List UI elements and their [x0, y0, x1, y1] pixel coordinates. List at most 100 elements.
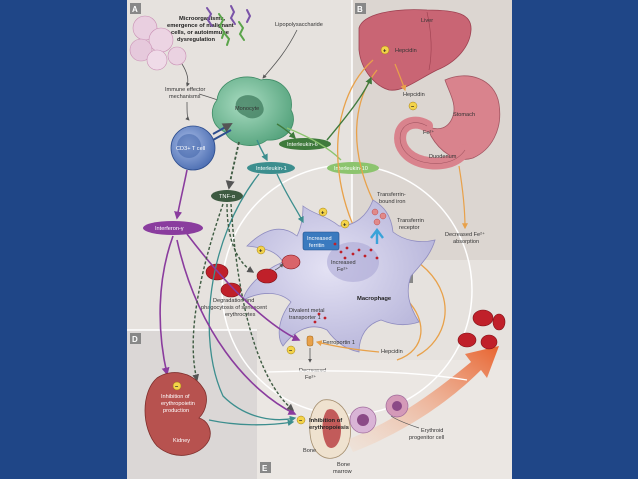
svg-text:dysregulation: dysregulation [177, 37, 215, 43]
ferroportin-minus: − [289, 349, 293, 355]
fe2-gut-label: Fe²⁺ [423, 129, 434, 136]
dmt1-label: Divalent metal transporter 1 [289, 308, 324, 321]
bone-marrow-label: Bone marrow [333, 462, 353, 475]
svg-text:erythropoietin: erythropoietin [161, 401, 195, 407]
ferroportin-label: Ferroportin 1 [323, 340, 355, 346]
svg-text:+: + [343, 223, 347, 229]
arrow-hepcidin-to-ferroportin [315, 340, 380, 353]
svg-text:Decreased Fe²⁺: Decreased Fe²⁺ [445, 231, 485, 238]
interferon-gamma-label: Interferon-γ [155, 226, 184, 232]
svg-text:Bone: Bone [337, 462, 350, 468]
svg-text:Increased: Increased [307, 236, 332, 242]
svg-text:erythropoiesis: erythropoiesis [309, 425, 349, 431]
increased-ferritin-label: Increased ferritin [307, 236, 332, 249]
monocyte-label: Monocyte [235, 106, 259, 112]
interleukin-6-badge [279, 138, 331, 150]
interleukin-10-badge [327, 162, 379, 174]
svg-text:Divalent metal: Divalent metal [289, 308, 324, 314]
svg-text:Transferrin: Transferrin [397, 218, 424, 224]
cd3-t-cell [170, 125, 216, 171]
svg-text:mechanisms: mechanisms [169, 94, 201, 100]
inhibition-epo-label: Inhibition of erythropoietin production [161, 394, 195, 414]
erythropoiesis-minus: − [299, 419, 303, 425]
kidney-minus-icon [172, 381, 182, 391]
bone-structure [309, 399, 351, 459]
arrow-monocyte-to-il1 [256, 139, 268, 162]
transferrin-receptor-icon [370, 228, 384, 244]
arrow-lps-to-monocyte [262, 29, 298, 79]
panel-letter-a: A [132, 5, 138, 14]
increased-fe2-label: Increased Fe²⁺ [331, 260, 356, 273]
panel-letter-d: D [132, 335, 138, 344]
macrophage-label: Macrophage [357, 296, 392, 302]
svg-text:progenitor cell: progenitor cell [409, 435, 444, 441]
svg-text:receptor: receptor [399, 225, 420, 231]
svg-text:Degradation and: Degradation and [213, 298, 254, 304]
arrow-monocyte-to-tnf [225, 141, 240, 190]
arrow-il6-to-liver [326, 76, 372, 141]
svg-text:transporter 1: transporter 1 [289, 315, 321, 321]
panel-e-background [257, 360, 512, 479]
kidney-minus: − [175, 385, 179, 391]
erythroid-progenitor-label: Erythroid progenitor cell [409, 428, 444, 441]
hepcidin-liver-plus-icon [380, 45, 390, 55]
svg-text:erythrocytes: erythrocytes [225, 312, 256, 318]
tnf-alpha-label: TNF-α [219, 194, 236, 200]
tnf-alpha-badge [211, 190, 243, 202]
ferroportin-minus-icon [286, 345, 296, 355]
transferrin-bound-iron-label: Transferrin- bound iron [377, 192, 406, 205]
svg-text:+: + [259, 249, 263, 255]
svg-text:Microorganisms,: Microorganisms, [179, 16, 226, 22]
panel-letter-b: B [357, 5, 363, 14]
hepcidin-macrophage-label: Hepcidin [381, 349, 403, 355]
svg-text:Fe²⁺: Fe²⁺ [305, 374, 316, 381]
tcell-monocyte-link-2 [212, 123, 233, 135]
hepcidin-gut-minus: − [411, 105, 415, 111]
tnf-path-to-erythropoiesis [230, 203, 295, 411]
plus-markers: + + + [256, 207, 350, 255]
svg-text:cells, or autoimmune: cells, or autoimmune [171, 30, 230, 36]
arrow-liver-to-gut-hepcidin [394, 63, 407, 92]
stomach-label: Stomach [453, 112, 475, 118]
tnf-path-to-rbc [226, 203, 255, 273]
arrow-monocyte-to-il10 [286, 127, 342, 161]
kidney-label: Kidney [173, 438, 190, 444]
svg-text:Transferrin-: Transferrin- [377, 192, 406, 198]
lipopolysaccharide-label: Lipopolysaccharide [275, 22, 323, 28]
duodenum-organ [394, 116, 471, 170]
svg-text:absorption: absorption [453, 239, 479, 245]
liver-organ [358, 9, 472, 91]
arrow-tcell-to-interferon [174, 169, 188, 220]
interferon-path-to-macrophage [186, 233, 301, 341]
transferrin-receptor-label: Transferrin receptor [397, 218, 424, 231]
arrow-effector-to-tcell [185, 101, 190, 121]
kidney-organ [144, 372, 211, 456]
interleukin-6-label: Interleukin-6 [287, 142, 318, 148]
svg-text:Erythroid: Erythroid [421, 428, 443, 434]
svg-text:Increased: Increased [331, 260, 356, 266]
il1-path-to-erythropoiesis [208, 173, 297, 423]
hepcidin-liver-label: Hepcidin [395, 48, 417, 54]
microorganisms-cluster [129, 15, 187, 71]
tnf-path-to-kidney [192, 203, 224, 382]
transferrin-molecules [371, 208, 387, 226]
interferon-path-to-kidney [159, 235, 174, 376]
arrow-kidney-to-erythropoiesis [208, 419, 295, 427]
bone-label: Bone [303, 448, 316, 454]
decreased-fe-absorption-label: Decreased Fe²⁺ absorption [445, 231, 485, 245]
hepcidin-gut-label: Hepcidin [403, 92, 425, 98]
arrow-gut-to-absorption [458, 165, 468, 230]
panel-e-boundary [266, 370, 468, 381]
mature-erythrocytes [457, 309, 506, 350]
il1-path-to-macrophage [276, 173, 304, 224]
arrow-microorganisms-to-effector [181, 63, 190, 87]
interleukin-1-label: Interleukin-1 [256, 166, 287, 172]
hepcidin-liver-plus: + [383, 49, 387, 55]
ferroportin-icon [306, 335, 314, 347]
interferon-path-to-erythropoiesis [176, 239, 297, 415]
svg-text:Immune effector: Immune effector [165, 87, 205, 93]
svg-text:emergence of malignant: emergence of malignant [167, 23, 234, 29]
liver-label: Liver [421, 18, 433, 24]
svg-text:Fe²⁺: Fe²⁺ [337, 266, 348, 273]
duodenum-label: Duodenum [429, 154, 457, 160]
